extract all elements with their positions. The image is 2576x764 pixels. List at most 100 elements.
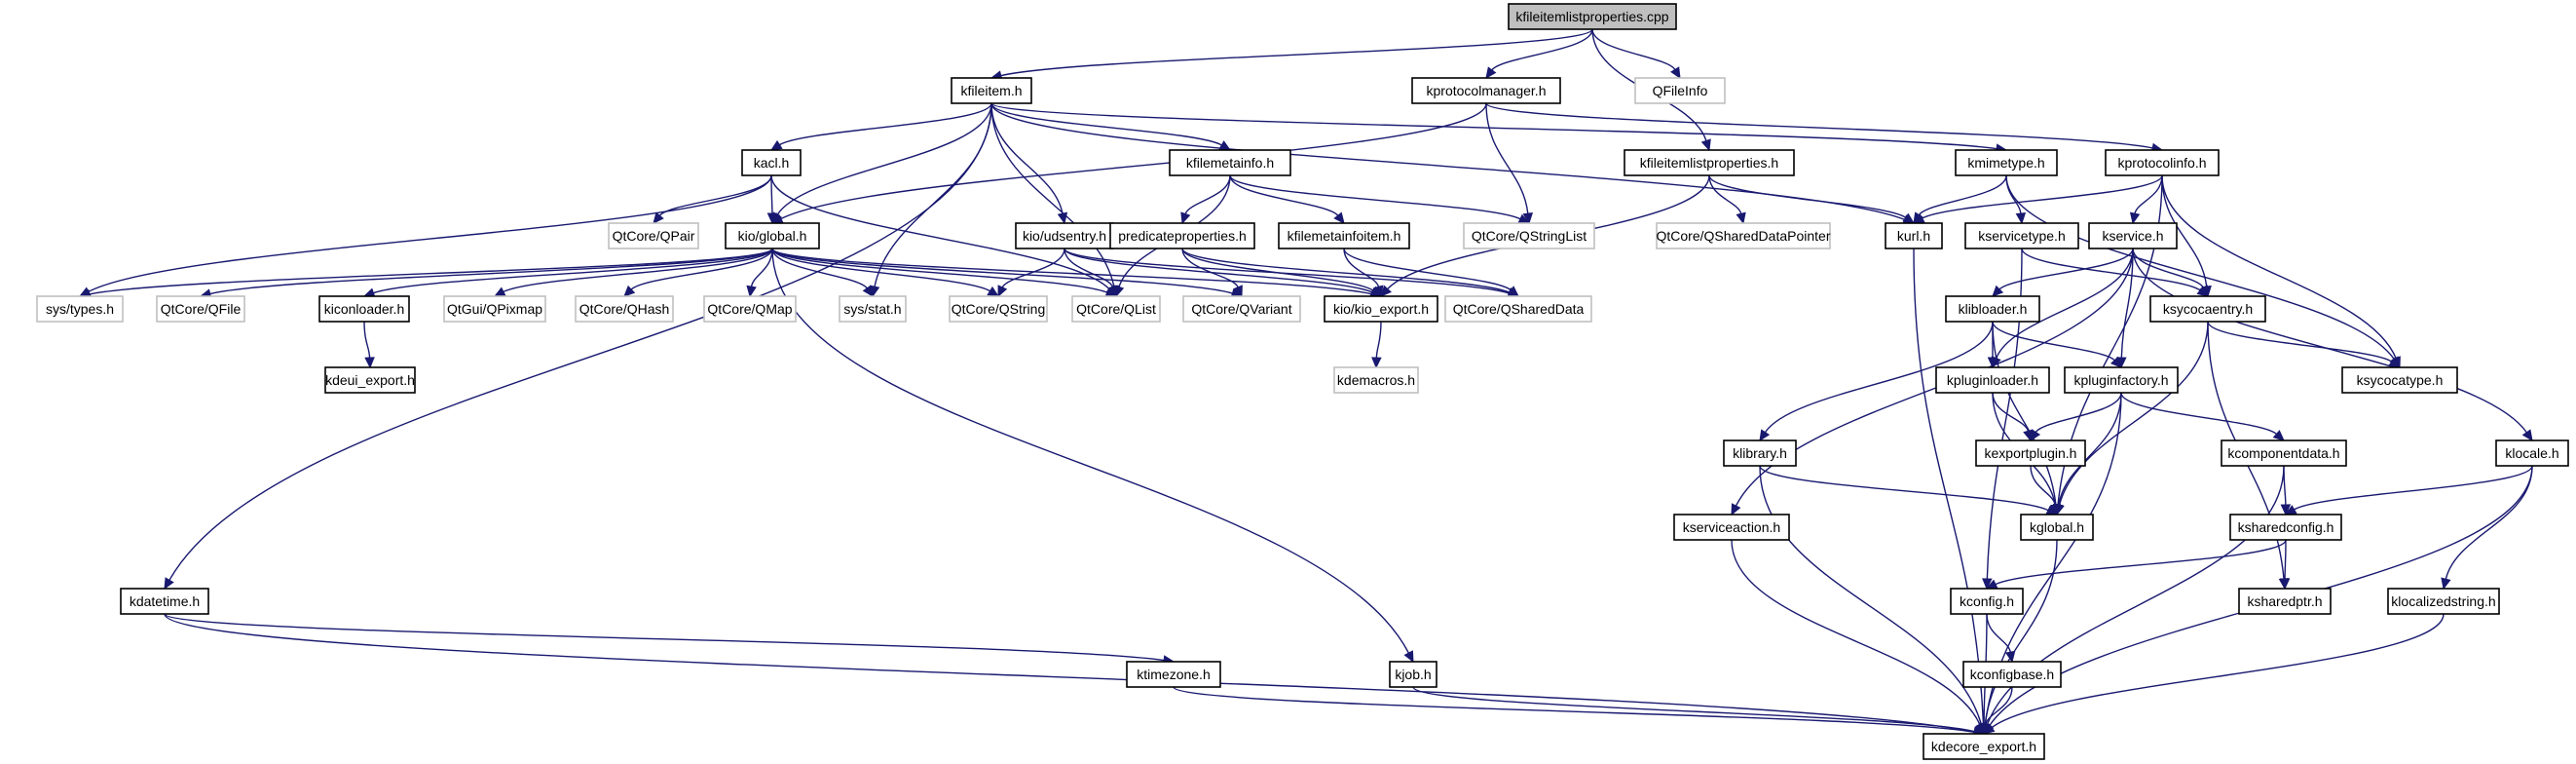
edge-klibrary-to-kglobal (1759, 465, 2059, 516)
edge-line (1992, 321, 2057, 506)
node-label: kio/global.h (738, 228, 807, 244)
node-label: ksharedconfig.h (2238, 519, 2334, 535)
node-kjob[interactable]: kjob.h (1389, 661, 1437, 688)
edge-line (1984, 539, 2058, 725)
node-kprotocolinfo[interactable]: kprotocolinfo.h (2105, 149, 2220, 176)
node-ktimezone[interactable]: ktimezone.h (1126, 661, 1221, 688)
arrowhead-icon (1700, 138, 1711, 152)
node-kfilemetainfo[interactable]: kfilemetainfo.h (1169, 149, 1291, 176)
node-label: QtCore/QVariant (1191, 301, 1291, 317)
node-kfilemetainfoitem[interactable]: kfilemetainfoitem.h (1278, 222, 1410, 249)
node-label: kio/kio_export.h (1333, 301, 1429, 317)
edge-line (1181, 248, 1239, 288)
edge-kservice-to-ksycocaentry (2132, 248, 2209, 298)
node-kexportplugin[interactable]: kexportplugin.h (1975, 439, 2086, 467)
node-kdeuiexport[interactable]: kdeui_export.h (324, 366, 416, 394)
edge-line (2035, 392, 2122, 434)
node-ksharedptr[interactable]: ksharedptr.h (2238, 588, 2332, 615)
node-kdemacros: kdemacros.h (1333, 366, 1419, 394)
node-kiconloader[interactable]: kiconloader.h (318, 295, 410, 323)
node-kcomponentdata[interactable]: kcomponentdata.h (2221, 439, 2347, 467)
arrowhead-icon (1522, 211, 1533, 225)
node-predicateproperties[interactable]: predicateproperties.h (1109, 222, 1255, 249)
node-kglobal[interactable]: kglobal.h (2020, 514, 2094, 541)
edge-kcomponentdata-to-ksharedconfig (2280, 465, 2292, 516)
node-kconfigbase[interactable]: kconfigbase.h (1962, 661, 2062, 688)
node-klibloader[interactable]: klibloader.h (1945, 295, 2040, 323)
node-label: kjob.h (1395, 667, 1431, 682)
edge-kpluginfactory-to-kexportplugin (2030, 392, 2122, 442)
node-klocale[interactable]: klocale.h (2495, 439, 2569, 467)
node-label: QtCore/QList (1076, 301, 1156, 317)
node-kpluginloader[interactable]: kpluginloader.h (1935, 366, 2050, 394)
edge-line (990, 102, 1064, 214)
node-box (1634, 77, 1726, 104)
edge-klocale-to-ksharedconfig (2284, 465, 2533, 516)
node-kserviceaction[interactable]: kserviceaction.h (1673, 514, 1790, 541)
edge-line (1173, 686, 1975, 733)
arrowhead-icon (766, 212, 778, 225)
edge-line (779, 102, 992, 146)
node-kservice[interactable]: kservice.h (2088, 222, 2178, 249)
node-kioexport[interactable]: kio/kio_export.h (1324, 295, 1438, 323)
node-kservicetype[interactable]: kservicetype.h (1964, 222, 2079, 249)
arrowhead-icon (2129, 211, 2141, 225)
edge-line (1064, 248, 1510, 294)
edge-line (990, 102, 1222, 146)
edge-line (770, 174, 773, 214)
edge-line (771, 248, 1372, 295)
node-label: sys/types.h (46, 301, 114, 317)
node-kpluginfactory[interactable]: kpluginfactory.h (2064, 366, 2179, 394)
node-klibrary[interactable]: klibrary.h (1723, 439, 1797, 467)
node-box (443, 295, 546, 323)
node-box (1169, 149, 1291, 176)
edge-kservice-to-klibloader (1992, 248, 2134, 297)
node-kdecoreexport[interactable]: kdecore_export.h (1923, 733, 2045, 760)
node-kioglobal[interactable]: kio/global.h (725, 222, 820, 249)
edge-line (209, 248, 773, 295)
node-kconfig[interactable]: kconfig.h (1950, 588, 2024, 615)
node-box (2149, 295, 2266, 323)
edge-kioglobal-to-kiconloader (362, 248, 773, 298)
node-ksycocatype[interactable]: ksycocatype.h (2341, 366, 2458, 394)
node-box (2341, 366, 2458, 394)
edge-line (1064, 248, 1373, 293)
node-kdatetime[interactable]: kdatetime.h (120, 588, 209, 615)
node-kprotocolmanager[interactable]: kprotocolmanager.h (1411, 77, 1561, 104)
node-qmap: QtCore/QMap (703, 295, 797, 323)
arrowhead-icon (1987, 357, 1998, 369)
node-box (839, 295, 907, 323)
edge-line (2284, 539, 2287, 580)
edge-line (1343, 248, 1380, 287)
edge-line (1412, 686, 1975, 733)
node-ksycocaentry[interactable]: ksycocaentry.h (2149, 295, 2266, 323)
edge-klibloader-to-kpluginfactory (1992, 321, 2122, 368)
edge-kioglobal-to-qhash (623, 248, 773, 297)
node-qpair: QtCore/QPair (608, 222, 699, 249)
arrowhead-icon (2109, 356, 2122, 368)
node-kmimetype[interactable]: kmimetype.h (1955, 149, 2058, 176)
node-qstring: QtCore/QString (949, 295, 1048, 323)
arrowhead-icon (2441, 577, 2451, 591)
edge-kdatetime-to-ktimezone (164, 613, 1176, 666)
node-root[interactable]: kfileitemlistproperties.cpp (1508, 3, 1677, 30)
node-box (1964, 222, 2079, 249)
node-kioudsentry[interactable]: kio/udsentry.h (1015, 222, 1114, 249)
node-label: klocale.h (2505, 445, 2558, 461)
node-kurl[interactable]: kurl.h (1885, 222, 1943, 249)
node-ksharedconfig[interactable]: ksharedconfig.h (2229, 514, 2342, 541)
node-label: klocalizedstring.h (2391, 593, 2495, 609)
node-kacl[interactable]: kacl.h (741, 149, 802, 176)
node-label: kexportplugin.h (1985, 445, 2077, 461)
node-kfileitem[interactable]: kfileitem.h (951, 77, 1032, 104)
edge-kfileitemlistproperties_h-to-kurl (1708, 174, 1915, 224)
arrowhead-icon (862, 285, 874, 297)
arrowhead-icon (1992, 285, 2004, 297)
node-klocalizedstring[interactable]: klocalizedstring.h (2387, 588, 2500, 615)
node-box (1324, 295, 1438, 323)
edge-ktimezone-to-kdecoreexport (1173, 686, 1986, 738)
node-label: klibloader.h (1959, 301, 2028, 317)
edge-line (1991, 613, 2445, 729)
node-kfileitemlistproperties_h[interactable]: kfileitemlistproperties.h (1624, 149, 1795, 176)
node-box (1109, 222, 1255, 249)
